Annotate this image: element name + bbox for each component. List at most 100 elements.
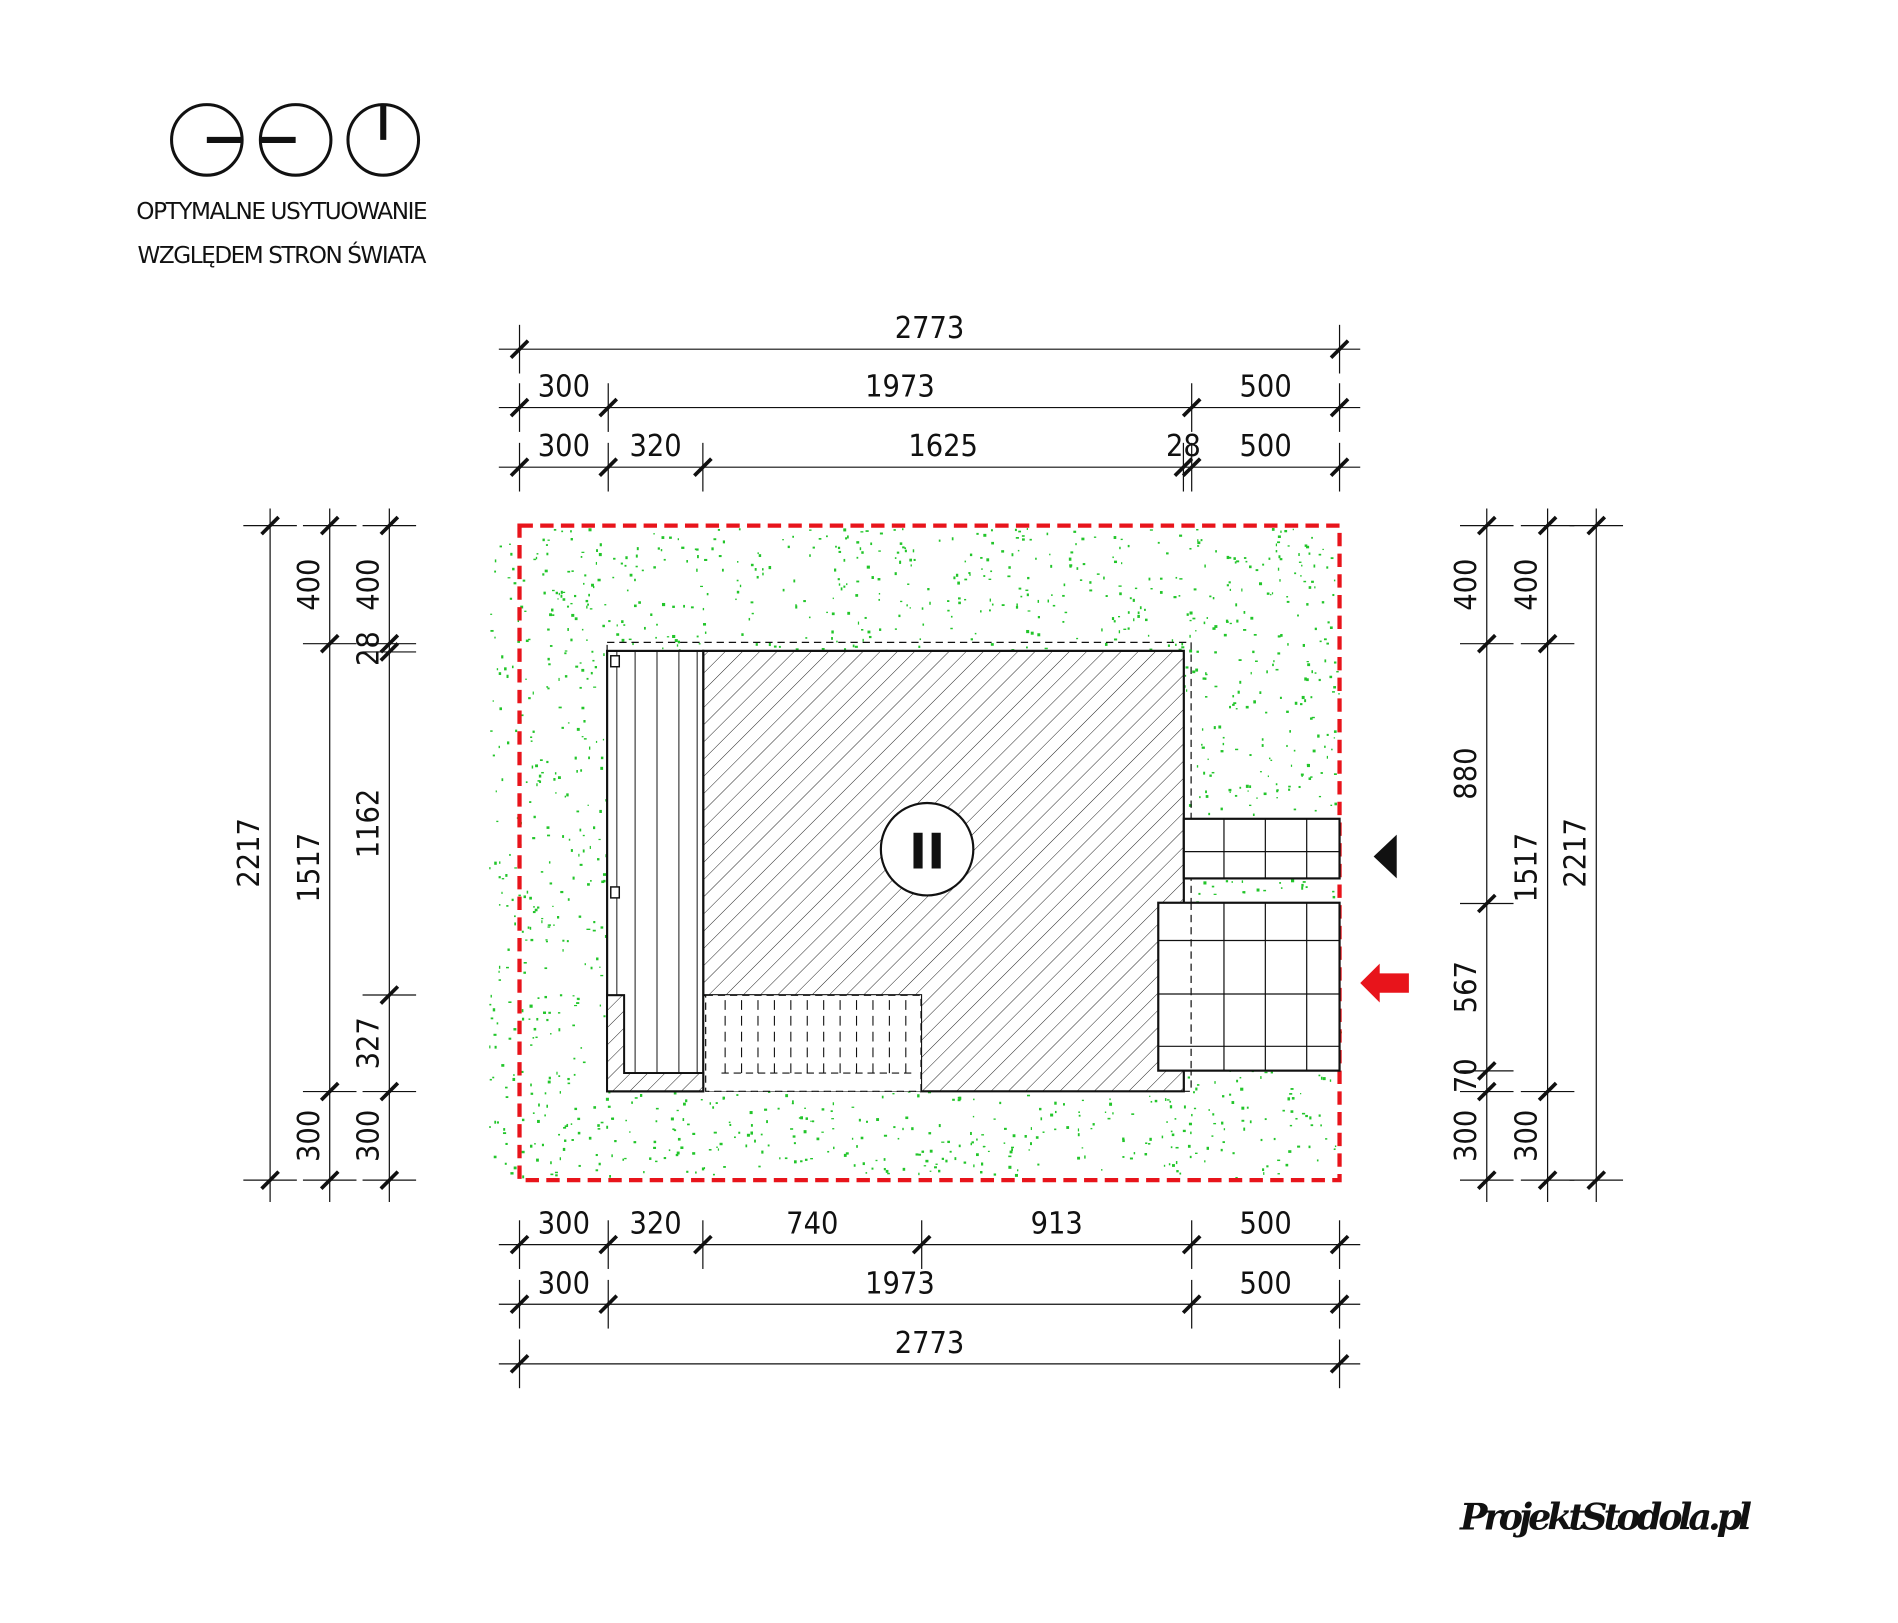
grass-dot [536,553,539,555]
grass-dot [498,672,502,675]
grass-dot [1271,592,1274,595]
grass-dot [1011,1146,1014,1149]
grass-dot [1278,555,1281,559]
grass-dot [1308,1145,1311,1149]
grass-dot [952,1098,955,1101]
grass-dot [600,1121,604,1124]
grass-dot [1211,885,1215,888]
grass-dot [973,1164,975,1168]
grass-dot [1195,1087,1198,1091]
grass-dot [681,546,685,549]
dimension-tick [1181,397,1202,418]
grass-dot [1273,1137,1276,1141]
grass-dot [563,1126,567,1129]
grass-dot [606,1125,609,1129]
grass-dot [600,974,604,977]
grass-dot [1185,666,1189,669]
grass-dot [1037,615,1041,619]
grass-dot [1049,553,1051,556]
grass-dot [792,1135,796,1138]
grass-dot [696,568,698,572]
grass-dot [983,575,986,577]
grass-dot [972,1115,975,1118]
grass-dot [751,612,754,615]
grass-dot [755,643,758,646]
grass-dot [980,1162,984,1166]
grass-dot [575,665,579,668]
grass-dot [591,583,594,587]
grass-dot [529,896,532,900]
grass-dot [1232,1152,1235,1155]
grass-dot [639,1094,643,1097]
grass-dot [631,1101,633,1104]
dimension-label: 1517 [292,833,327,903]
dimension-tick [1476,1061,1497,1081]
grass-dot [1171,1133,1175,1137]
grass-dot [1326,755,1328,759]
grass-dot [558,592,560,596]
grass-dot [576,770,578,773]
grass-dot [506,905,509,907]
grass-dot [1275,543,1278,547]
grass-dot [577,1117,581,1121]
grass-dot [760,1133,763,1136]
grass-dot [506,966,509,969]
grass-dot [586,677,589,680]
grass-dot [723,1166,726,1168]
grass-dot [1195,668,1199,672]
grass-dot [1239,1076,1242,1079]
grass-dot [544,1114,546,1117]
grass-dot [1238,659,1242,662]
grass-dot [928,1132,932,1135]
grass-dot [837,546,841,550]
grass-dot [1314,672,1317,674]
grass-dot [804,1107,806,1109]
grass-dot [538,774,542,778]
grass-dot [754,1139,756,1143]
grass-dot [1265,711,1268,714]
dimension-label: 1625 [908,429,978,464]
grass-dot [1225,619,1229,623]
grass-dot [902,546,905,549]
grass-dot [505,1086,508,1089]
grass-dot [634,1097,638,1099]
grass-dot [672,605,675,608]
grass-dot [861,551,864,554]
grass-dot [579,662,582,664]
grass-dot [922,623,925,626]
grass-dot [533,815,536,819]
grass-dot [1260,1076,1262,1079]
grass-dot [980,556,983,559]
grass-dot [1077,1133,1080,1137]
grass-dot [1008,1165,1012,1169]
grass-dot [793,1160,797,1164]
grass-dot [588,928,591,931]
grass-dot [935,1163,938,1165]
entry-path [1182,817,1341,880]
grass-dot [584,574,587,577]
grass-dot [564,1139,567,1142]
grass-dot [629,573,633,577]
grass-dot [1137,611,1140,615]
grass-dot [1246,1106,1249,1109]
grass-dot [1199,796,1201,799]
grass-dot [1186,613,1189,616]
grass-dot [1042,1131,1045,1133]
grass-dot [1268,557,1271,560]
grass-dot [1318,553,1322,556]
grass-dot [511,898,514,902]
grass-dot [982,1145,985,1148]
grass-dot [1203,621,1206,625]
dimension-tick [1476,893,1497,914]
grass-dot [1235,603,1238,607]
grass-dot [1252,813,1255,817]
dimension-tick [1537,633,1558,654]
grass-dot [1310,776,1313,778]
grass-dot [1009,1150,1013,1154]
grass-dot [498,979,502,981]
grass-dot [692,1152,696,1155]
grass-dot [572,995,575,997]
grass-dot [570,849,573,852]
grass-dot [668,1149,671,1152]
grass-dot [498,904,501,906]
